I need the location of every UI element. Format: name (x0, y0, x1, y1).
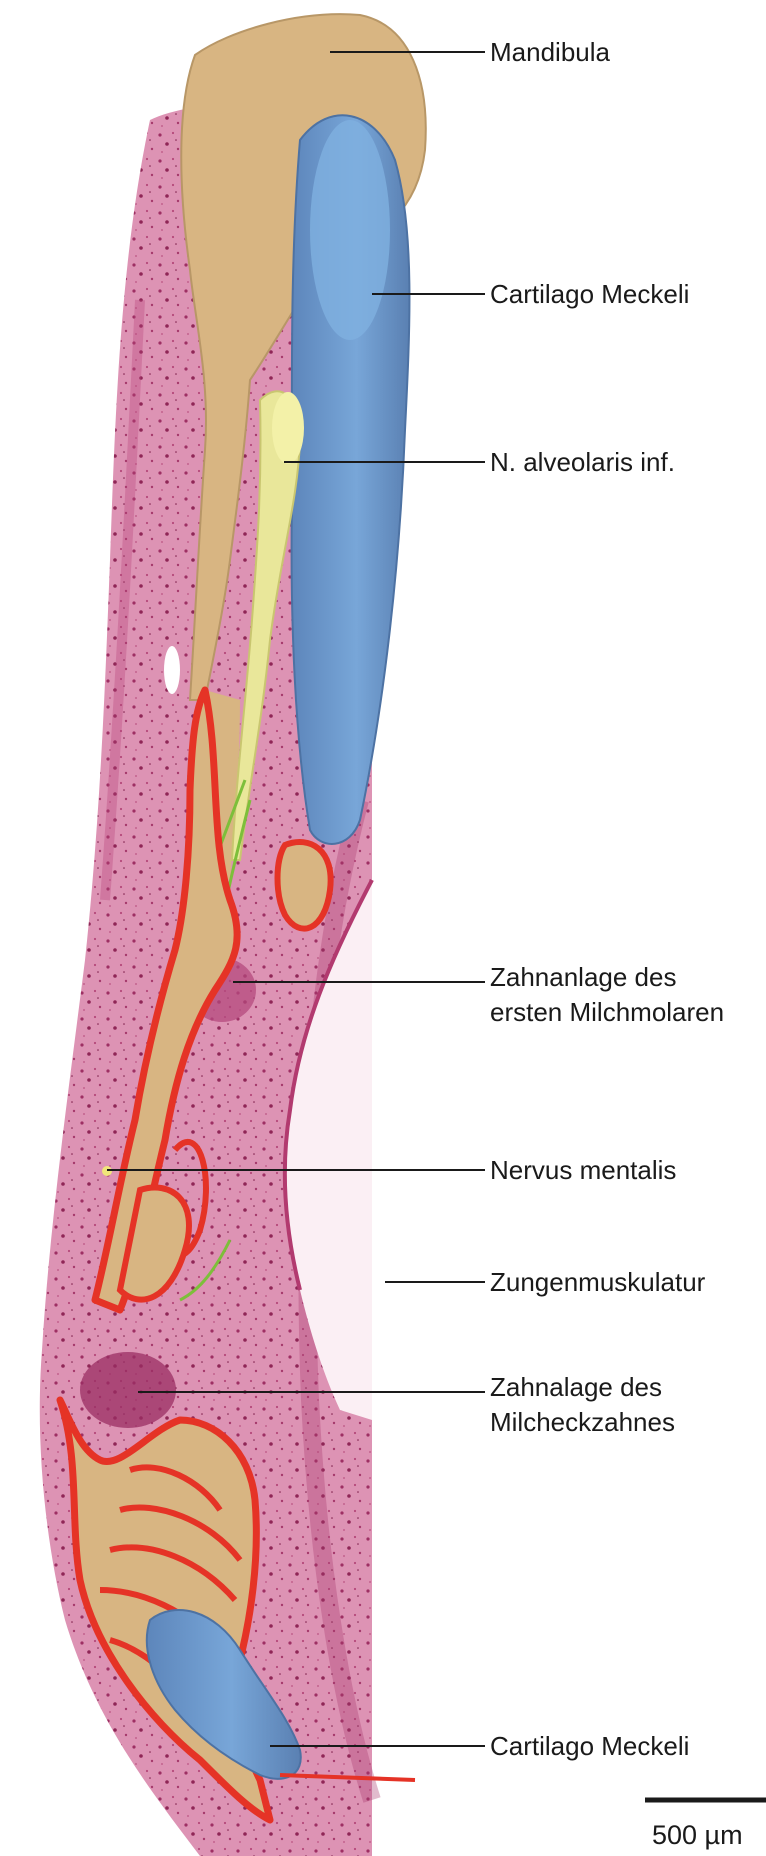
label-zahnanlage-1: Zahnanlage des (490, 960, 676, 995)
nerve-oval (272, 392, 304, 464)
label-zungenmuskulatur: Zungenmuskulatur (490, 1265, 705, 1300)
vessel-lumen (164, 646, 180, 694)
cartilage-top-face (310, 120, 390, 340)
label-zahnalage-2: Milcheckzahnes (490, 1405, 675, 1440)
bone-piece-near-cartilage (278, 842, 331, 929)
tooth-germ-canine (80, 1352, 176, 1428)
label-cartilago-meckeli-upper: Cartilago Meckeli (490, 277, 689, 312)
label-n-alveolaris: N. alveolaris inf. (490, 445, 675, 480)
label-mandibula: Mandibula (490, 35, 610, 70)
label-zahnalage-1: Zahnalage des (490, 1370, 662, 1405)
label-nervus-mentalis: Nervus mentalis (490, 1153, 676, 1188)
label-zahnanlage-2: ersten Milchmolaren (490, 995, 724, 1030)
label-cartilago-meckeli-lower: Cartilago Meckeli (490, 1729, 689, 1764)
scale-bar-label: 500 µm (652, 1820, 743, 1851)
